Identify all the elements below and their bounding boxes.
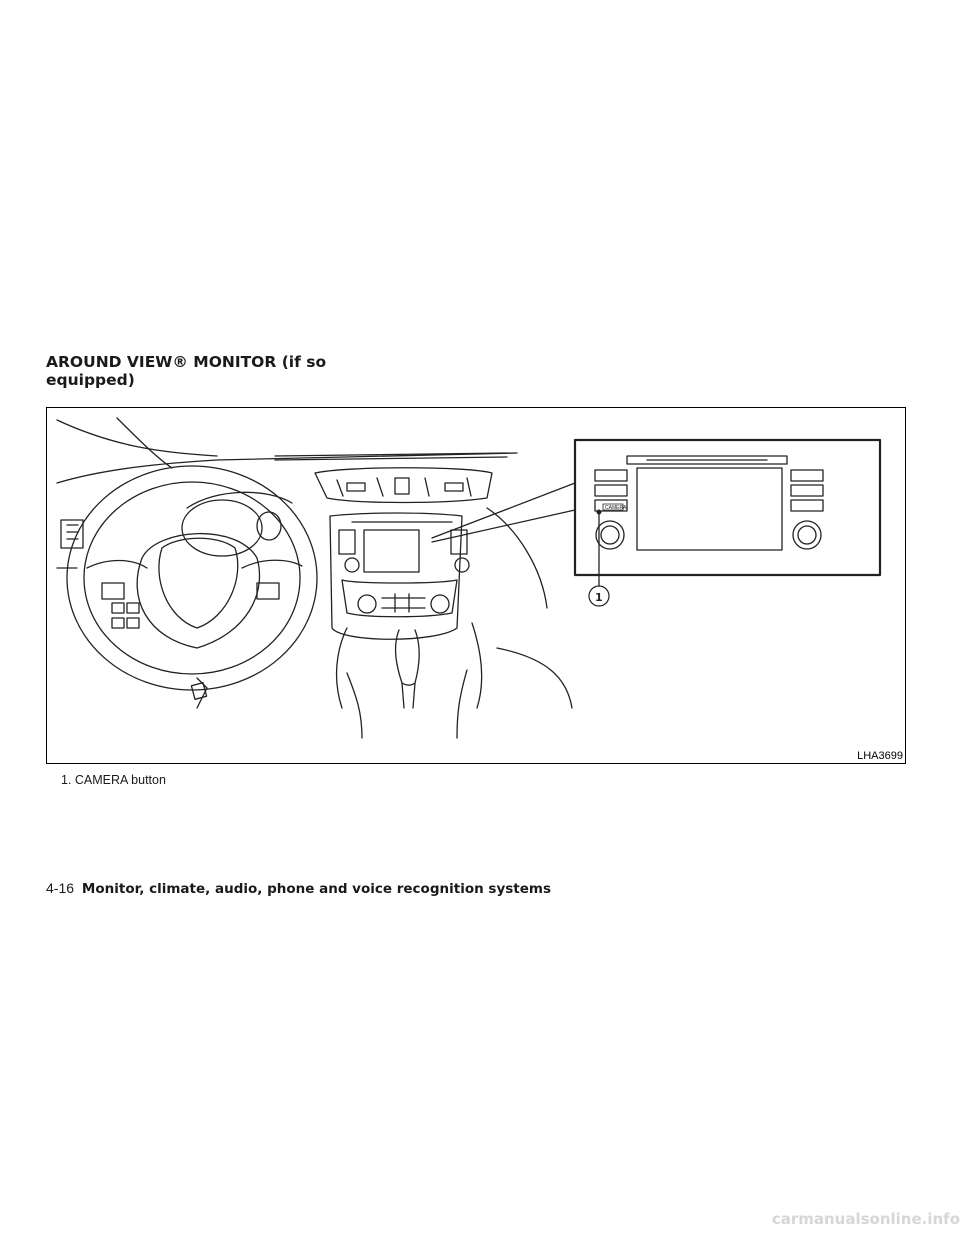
dashboard-illustration: CAMERA 1 LHA3699: [46, 407, 906, 764]
figure-code: LHA3699: [857, 750, 903, 762]
section-title: AROUND VIEW® MONITOR (if so equipped): [46, 353, 327, 389]
callout-number: 1: [595, 591, 603, 604]
watermark: carmanualsonline.info: [771, 1210, 960, 1228]
camera-button-label: CAMERA: [605, 505, 627, 511]
chapter-title: Monitor, climate, audio, phone and voice…: [81, 881, 551, 897]
page-footer: 4-16 Monitor, climate, audio, phone and …: [46, 880, 551, 897]
page-number: 4-16: [46, 880, 75, 896]
figure-caption: 1. CAMERA button: [61, 773, 166, 787]
